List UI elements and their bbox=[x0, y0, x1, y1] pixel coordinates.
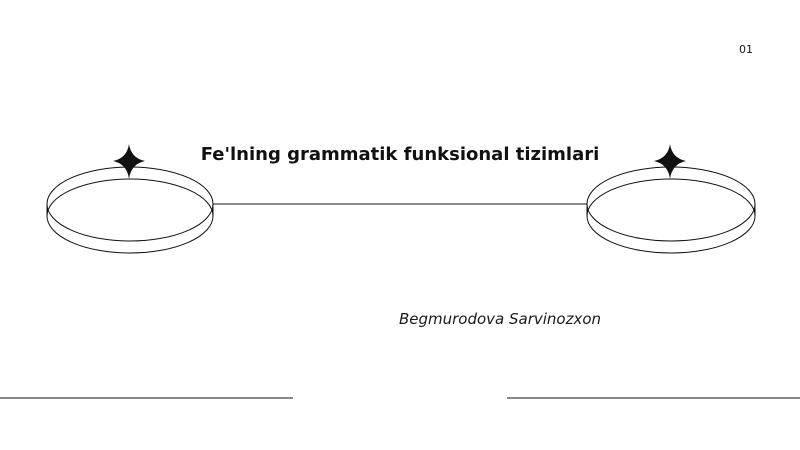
four-point-star-icon bbox=[654, 144, 686, 179]
left-ring-lower-ellipse bbox=[46, 178, 214, 254]
right-ring-ornament bbox=[586, 166, 756, 254]
right-ring-lower-ellipse bbox=[586, 178, 756, 254]
left-ring-ornament bbox=[46, 166, 214, 254]
left-ring-upper-ellipse bbox=[46, 166, 214, 242]
four-point-star-icon bbox=[113, 144, 145, 179]
slide-title: Fe'lning grammatik funksional tizimlari bbox=[200, 144, 600, 165]
author-name: Begmurodova Sarvinozxon bbox=[398, 310, 602, 328]
right-ring-upper-ellipse bbox=[586, 166, 756, 242]
page-number: 01 bbox=[739, 43, 753, 56]
